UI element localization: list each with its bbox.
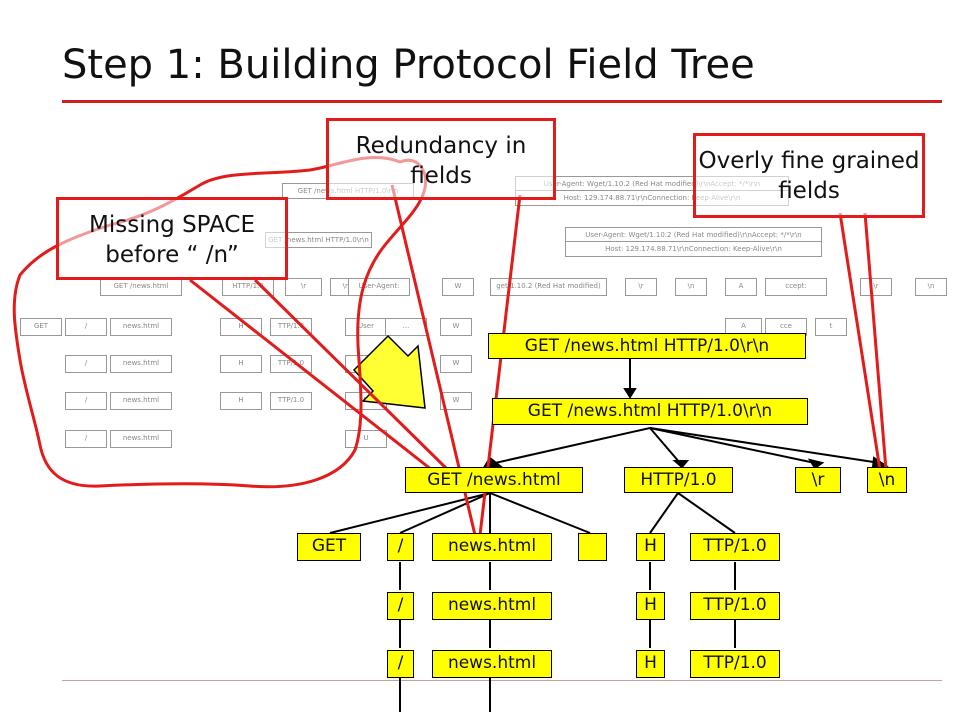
background-tree-node: TTP/1.0 [270, 318, 312, 336]
bottom-rule [62, 680, 942, 681]
repeat-news-html: news.html [432, 650, 552, 678]
node-carriage-return: \r [795, 467, 841, 493]
slide-title: Step 1: Building Protocol Field Tree [62, 42, 755, 88]
title-rule [62, 100, 942, 103]
tree-root-node: GET /news.html HTTP/1.0\r\n [488, 333, 806, 359]
background-tree-node: H [220, 355, 262, 373]
background-tree-node: TTP/1.0 [270, 392, 312, 410]
redundancy-callout: Redundancy in fields [326, 118, 556, 200]
field-ttp: TTP/1.0 [690, 533, 780, 561]
background-tree-node: / [65, 392, 107, 410]
background-tree-node: news.html [110, 392, 172, 410]
background-tree-node: W [440, 355, 472, 373]
repeat-news-html: news.html [432, 592, 552, 620]
background-tree-node: W [442, 278, 474, 296]
repeat-slash: / [387, 650, 414, 678]
background-tree-node: news.html [110, 355, 172, 373]
background-tree-node: \r [285, 278, 322, 296]
background-tree-node: W [440, 392, 472, 410]
field-news-html: news.html [432, 533, 552, 561]
overly-fine-callout: Overly fine grained fields [693, 133, 925, 218]
background-tree-node: / [65, 355, 107, 373]
node-http-version: HTTP/1.0 [624, 467, 733, 493]
background-tree-node: H [220, 392, 262, 410]
node-newline: \n [867, 467, 907, 493]
background-tree-node: / [65, 318, 107, 336]
missing-space-outline [12, 155, 428, 489]
repeat-h: H [636, 650, 665, 678]
field-h: H [636, 533, 665, 561]
background-tree-node: \r [860, 278, 892, 296]
missing-space-callout: Missing SPACE before “ /n” [56, 197, 288, 280]
background-tree-node: ... [385, 318, 427, 336]
background-tree-node: \n [915, 278, 947, 296]
background-tree-node: t [815, 318, 847, 336]
background-tree-node: news.html [110, 430, 172, 448]
pointer-arrow [352, 334, 426, 409]
repeat-ttp: TTP/1.0 [690, 650, 780, 678]
background-tree-node: get/1.10.2 (Red Hat modified) [490, 278, 607, 296]
tree-level1-node: GET /news.html HTTP/1.0\r\n [492, 398, 808, 425]
background-tree-node: ccept: [765, 278, 827, 296]
background-tree-node: GET [20, 318, 62, 336]
background-tree-node: Host: 129.174.88.71\r\nConnection: Keep-… [565, 241, 822, 257]
background-tree-node: User [345, 318, 387, 336]
field-get: GET [297, 533, 361, 561]
repeat-h: H [636, 592, 665, 620]
background-tree-node: / [65, 430, 107, 448]
node-get-news-html: GET /news.html [405, 467, 583, 493]
background-tree-node: \n [675, 278, 707, 296]
background-tree-node: news.html [110, 318, 172, 336]
field-space [578, 533, 607, 561]
background-tree-node: \r [625, 278, 657, 296]
repeat-ttp: TTP/1.0 [690, 592, 780, 620]
repeat-slash: / [387, 592, 414, 620]
field-slash: / [387, 533, 414, 561]
background-tree-node: A [725, 278, 757, 296]
background-tree-node: W [440, 318, 472, 336]
